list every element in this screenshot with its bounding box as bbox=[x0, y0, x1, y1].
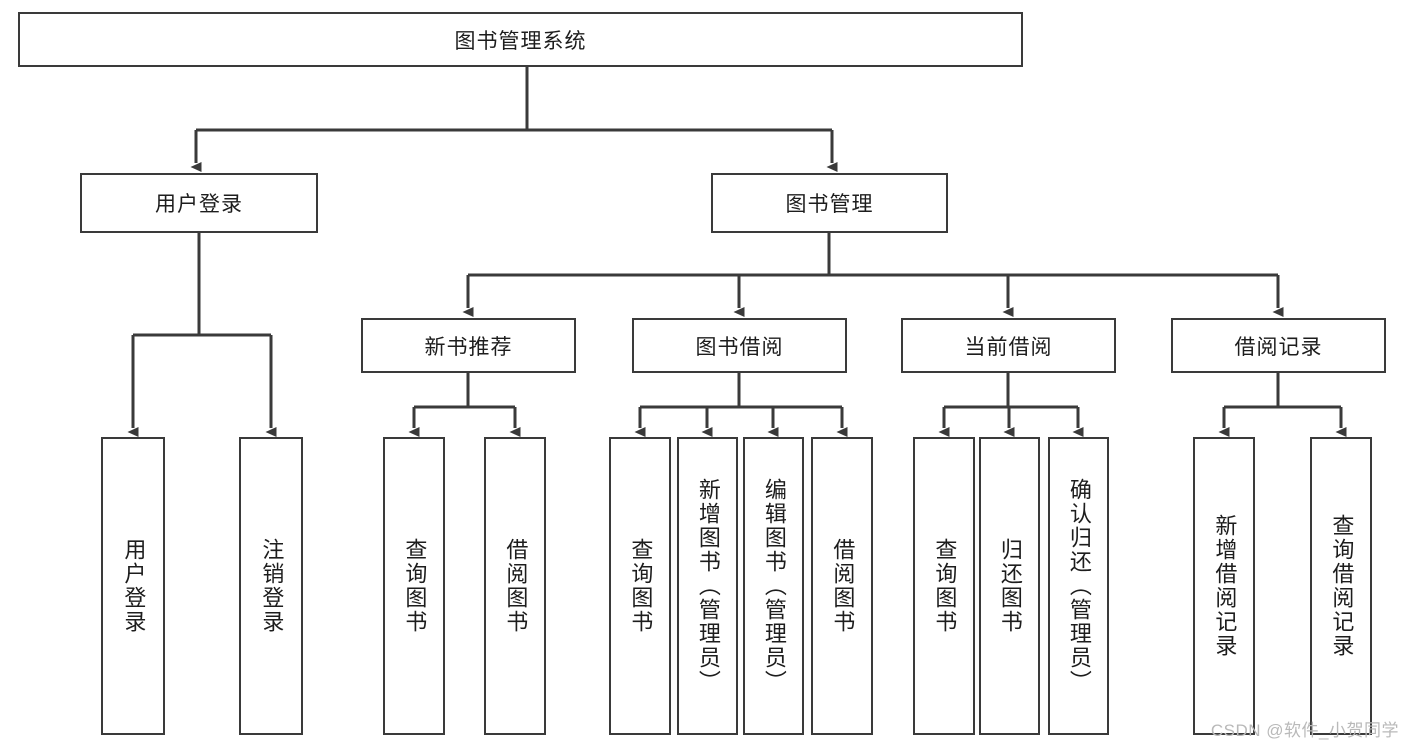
node-leaf-logout-label: 注销登录 bbox=[259, 538, 285, 634]
node-leaf-add-book-label: 新增图书（管理员） bbox=[695, 478, 721, 694]
node-leaf-query-record-label: 查询借阅记录 bbox=[1329, 514, 1355, 658]
node-book-manage-label: 图书管理 bbox=[785, 193, 874, 216]
node-leaf-add-record[interactable]: 新增借阅记录 bbox=[1193, 437, 1255, 735]
node-book-borrow[interactable]: 图书借阅 bbox=[632, 318, 847, 373]
node-leaf-query-book-3-label: 查询图书 bbox=[932, 538, 958, 634]
node-leaf-return-book[interactable]: 归还图书 bbox=[979, 437, 1040, 735]
node-borrow-record-label: 借阅记录 bbox=[1234, 335, 1323, 359]
node-leaf-edit-book-label: 编辑图书（管理员） bbox=[761, 478, 787, 694]
node-user-login-label: 用户登录 bbox=[155, 193, 243, 216]
node-current-borrow[interactable]: 当前借阅 bbox=[901, 318, 1116, 373]
node-new-book-recommend-label: 新书推荐 bbox=[424, 335, 513, 359]
node-leaf-query-book-2[interactable]: 查询图书 bbox=[609, 437, 671, 735]
node-leaf-confirm-return-label: 确认归还（管理员） bbox=[1066, 478, 1092, 694]
node-leaf-user-login-label: 用户登录 bbox=[121, 538, 147, 634]
node-root-label: 图书管理系统 bbox=[454, 29, 587, 53]
node-leaf-add-book[interactable]: 新增图书（管理员） bbox=[677, 437, 738, 735]
node-leaf-add-record-label: 新增借阅记录 bbox=[1212, 514, 1238, 658]
node-leaf-query-book-2-label: 查询图书 bbox=[628, 538, 654, 634]
node-current-borrow-label: 当前借阅 bbox=[964, 335, 1053, 359]
node-leaf-borrow-book-2-label: 借阅图书 bbox=[830, 538, 856, 634]
node-root[interactable]: 图书管理系统 bbox=[18, 12, 1023, 67]
node-leaf-query-record[interactable]: 查询借阅记录 bbox=[1310, 437, 1372, 735]
node-leaf-query-book-3[interactable]: 查询图书 bbox=[913, 437, 975, 735]
node-leaf-logout[interactable]: 注销登录 bbox=[239, 437, 303, 735]
node-leaf-return-book-label: 归还图书 bbox=[997, 538, 1023, 634]
node-leaf-query-book-1-label: 查询图书 bbox=[402, 538, 428, 634]
node-user-login[interactable]: 用户登录 bbox=[80, 173, 318, 233]
node-book-borrow-label: 图书借阅 bbox=[695, 335, 784, 359]
node-borrow-record[interactable]: 借阅记录 bbox=[1171, 318, 1386, 373]
node-leaf-confirm-return[interactable]: 确认归还（管理员） bbox=[1048, 437, 1109, 735]
node-leaf-borrow-book-2[interactable]: 借阅图书 bbox=[811, 437, 873, 735]
watermark: CSDN @软件_小贺同学 bbox=[1210, 721, 1399, 740]
node-leaf-query-book-1[interactable]: 查询图书 bbox=[383, 437, 445, 735]
node-leaf-user-login[interactable]: 用户登录 bbox=[101, 437, 165, 735]
node-leaf-edit-book[interactable]: 编辑图书（管理员） bbox=[743, 437, 804, 735]
node-leaf-borrow-book-1[interactable]: 借阅图书 bbox=[484, 437, 546, 735]
node-leaf-borrow-book-1-label: 借阅图书 bbox=[503, 538, 529, 634]
node-new-book-recommend[interactable]: 新书推荐 bbox=[361, 318, 576, 373]
node-book-manage[interactable]: 图书管理 bbox=[711, 173, 948, 233]
